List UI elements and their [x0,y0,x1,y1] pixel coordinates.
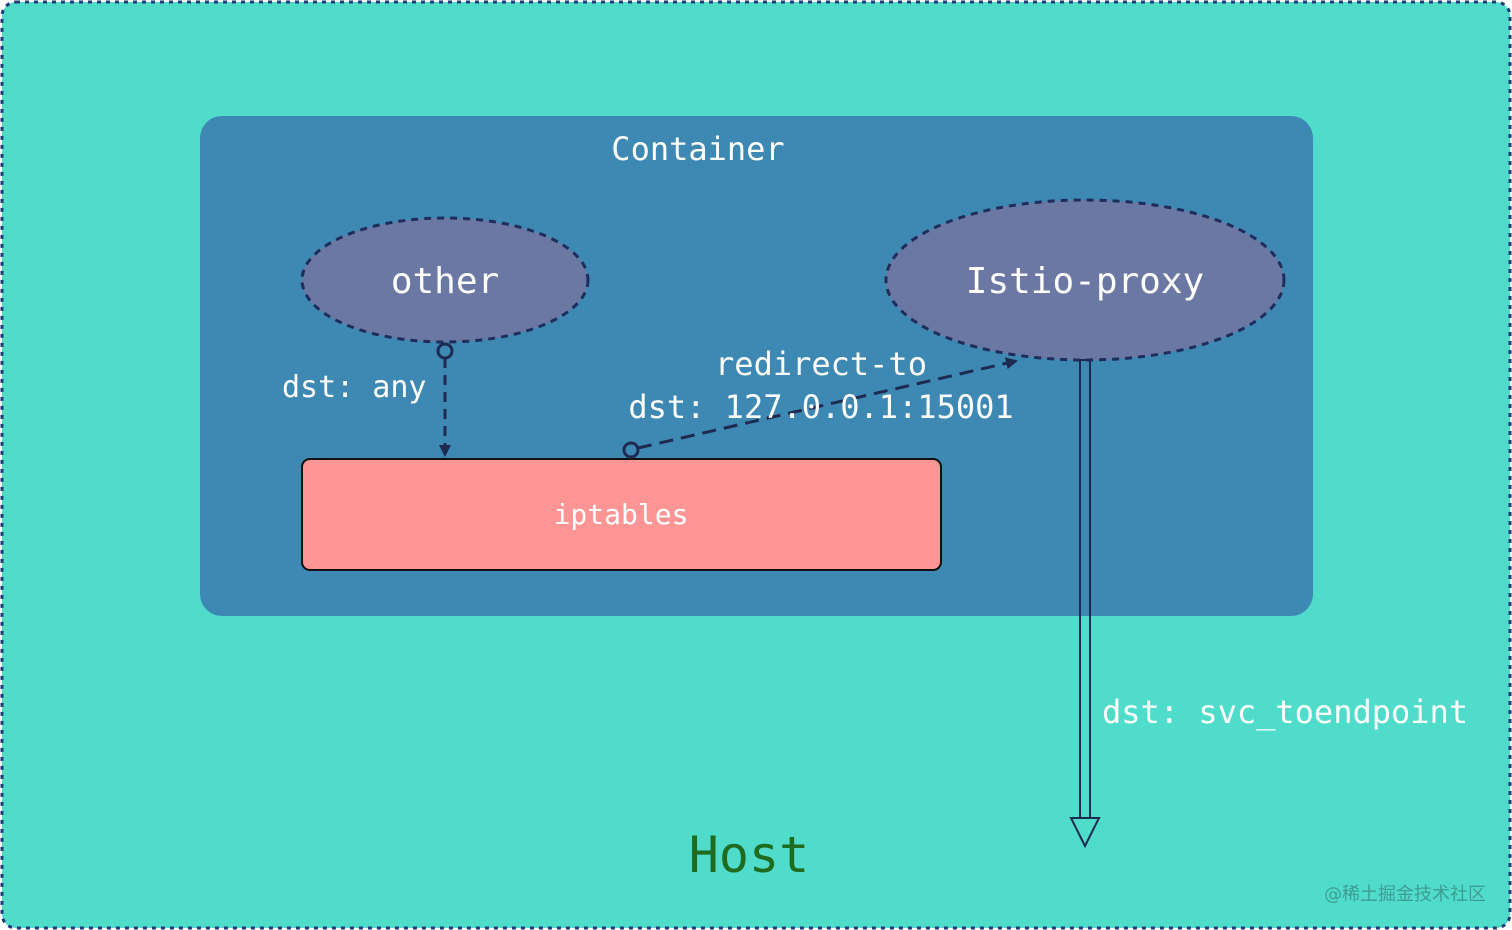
istio-proxy-node-label: Istio-proxy [966,261,1204,302]
watermark: @稀土掘金技术社区 [1324,884,1486,905]
container-label: Container [611,130,784,168]
hollow-arrowhead [1069,817,1101,849]
iptables-node-label: iptables [554,498,689,531]
iptables-node [301,458,942,571]
edge-iptables-to-proxy-label-1: redirect-to [715,345,927,383]
edge-iptables-to-proxy [622,357,1018,459]
edge-start-circle [622,441,640,459]
edge-proxy-to-host [1069,359,1101,849]
edge-other-to-iptables [436,342,454,457]
edge-iptables-to-proxy-label-2: dst: 127.0.0.1:15001 [628,388,1013,426]
edge-proxy-to-host-label: dst: svc_toendpoint [1102,693,1468,731]
istio-proxy-node [884,198,1286,362]
other-node-label: other [391,261,499,302]
other-node [300,216,590,344]
edge-other-to-iptables-label: dst: any [282,370,427,405]
host-label: Host [689,826,809,884]
